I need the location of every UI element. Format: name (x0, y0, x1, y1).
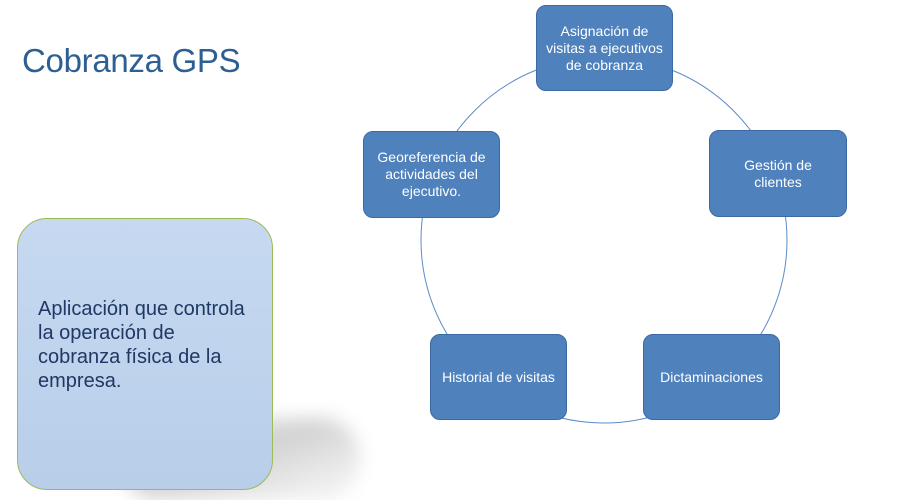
node-label: Georeferencia de actividades del ejecuti… (377, 149, 486, 199)
node-gestion-clientes[interactable]: Gestión de clientes (709, 130, 847, 217)
node-label: Dictaminaciones (660, 368, 763, 385)
description-callout: Aplicación que controla la operación de … (17, 218, 273, 490)
page-title: Cobranza GPS (22, 42, 241, 79)
node-label: Gestión de clientes (744, 156, 812, 190)
node-historial-visitas[interactable]: Historial de visitas (430, 334, 567, 420)
node-georeferencia[interactable]: Georeferencia de actividades del ejecuti… (363, 131, 500, 218)
node-asignacion-visitas[interactable]: Asignación de visitas a ejecutivos de co… (536, 5, 673, 91)
node-dictaminaciones[interactable]: Dictaminaciones (643, 334, 780, 420)
node-label: Asignación de visitas a ejecutivos de co… (546, 22, 663, 73)
node-label: Historial de visitas (442, 368, 555, 385)
callout-text: Aplicación que controla la operación de … (38, 298, 245, 392)
